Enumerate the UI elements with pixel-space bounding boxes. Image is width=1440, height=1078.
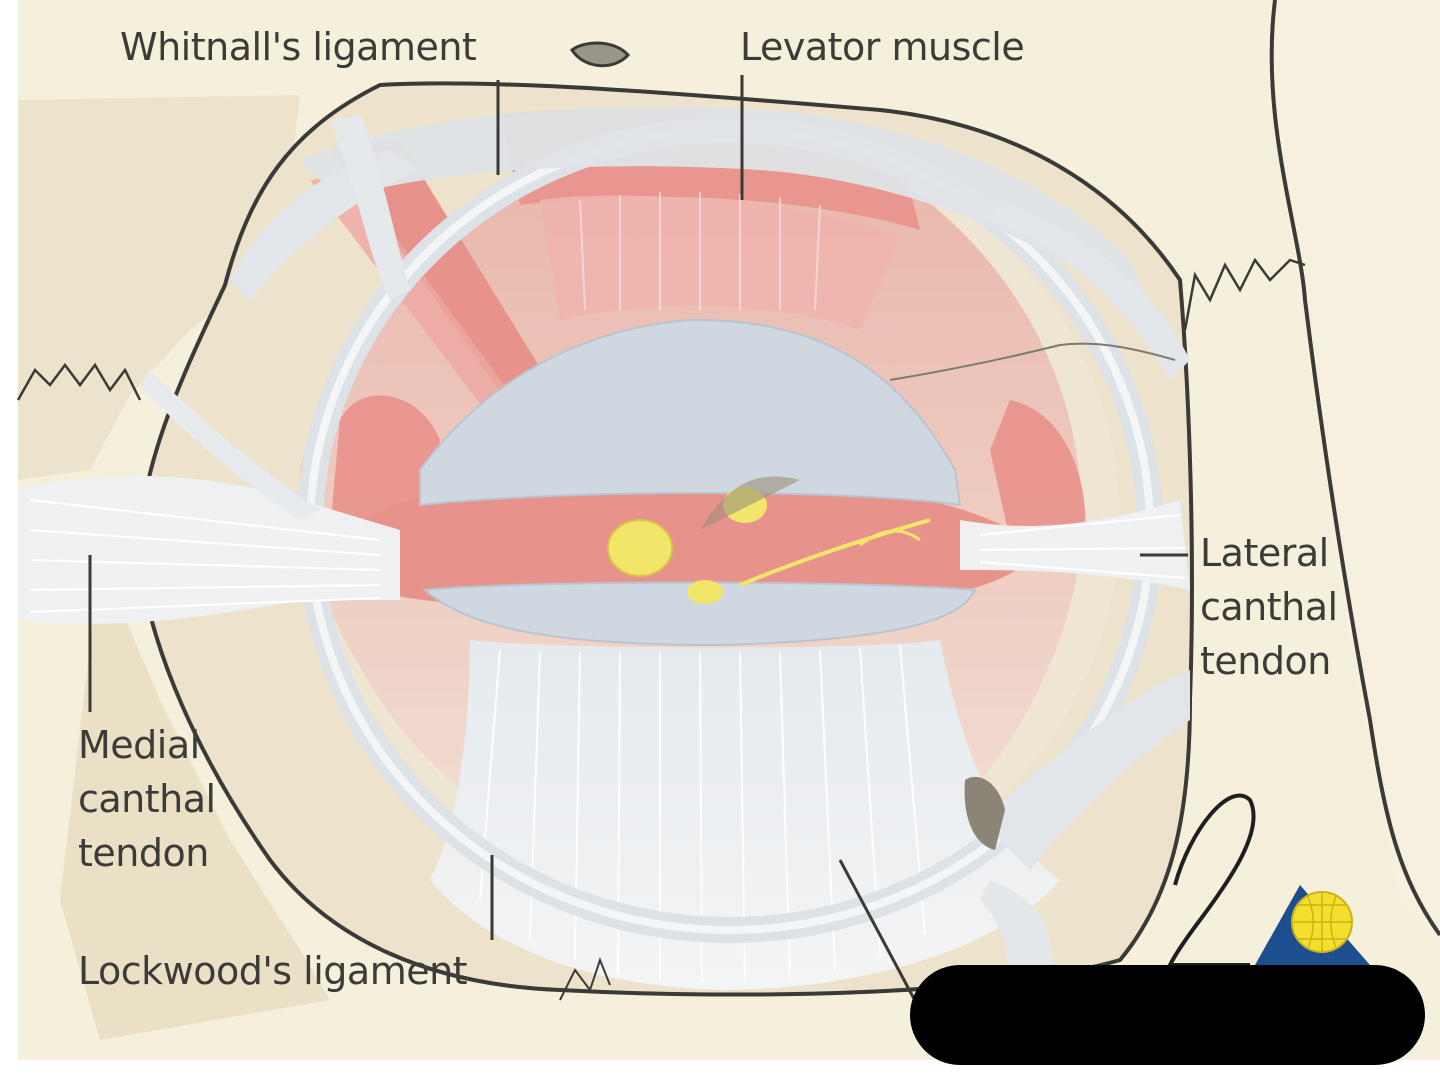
medial-rectus: [330, 395, 440, 530]
label-medial-line-1: Medial: [78, 723, 200, 767]
lacrimal-shadow: [964, 776, 1005, 850]
lateral-canthal-tendon: [960, 500, 1190, 590]
label-medial-line-2: canthal: [78, 777, 216, 821]
whitnall-lateral-band: [990, 200, 1190, 380]
label-lockwoods-ligament: Lockwood's ligament: [78, 949, 468, 993]
whitnall-strand-1: [330, 115, 410, 300]
redaction-bar: [910, 965, 1425, 1065]
label-lateral-line-1: Lateral: [1200, 531, 1329, 575]
medial-tendon-upper-limb: [140, 370, 320, 520]
oblique-muscle-shade: [310, 175, 530, 430]
nose-outline: [1269, 0, 1440, 937]
label-lateral-line-2: canthal: [1200, 585, 1338, 629]
levator-fibers: [579, 192, 821, 311]
suture-bottom: [559, 957, 611, 1001]
label-medial-line-3: tendon: [78, 831, 209, 875]
leader-lines: [88, 75, 1188, 1011]
supraorbital-notch: [569, 41, 630, 68]
bone-region-lower-left: [60, 560, 330, 1040]
lower-lateral-band: [980, 670, 1190, 870]
nerve-vessels: [607, 476, 931, 604]
suture-right: [1183, 257, 1306, 331]
publisher-logo: [1166, 793, 1370, 967]
label-levator-muscle: Levator muscle: [740, 25, 1025, 69]
label-whitnalls-ligament: Whitnall's ligament: [120, 25, 477, 69]
suture-inner: [889, 342, 1176, 381]
whitnalls-ligament: [300, 106, 1160, 330]
nose-region: [1270, 0, 1440, 940]
lower-lateral-strand: [980, 880, 1053, 990]
orbicularis-band: [330, 476, 1040, 611]
suture-left: [16, 362, 142, 401]
lateral-tendon-fibers: [979, 514, 1186, 579]
medial-tendon-fibers: [29, 499, 381, 613]
label-lateral-line-3: tendon: [1200, 639, 1331, 683]
lateral-rectus: [990, 400, 1086, 540]
lower-tarsal-plate: [422, 581, 977, 647]
unlabeled-leader: [838, 859, 922, 1011]
bone-region-left: [18, 95, 300, 480]
upper-tarsal-plate: [419, 318, 962, 507]
levator-aponeurosis: [540, 195, 900, 330]
